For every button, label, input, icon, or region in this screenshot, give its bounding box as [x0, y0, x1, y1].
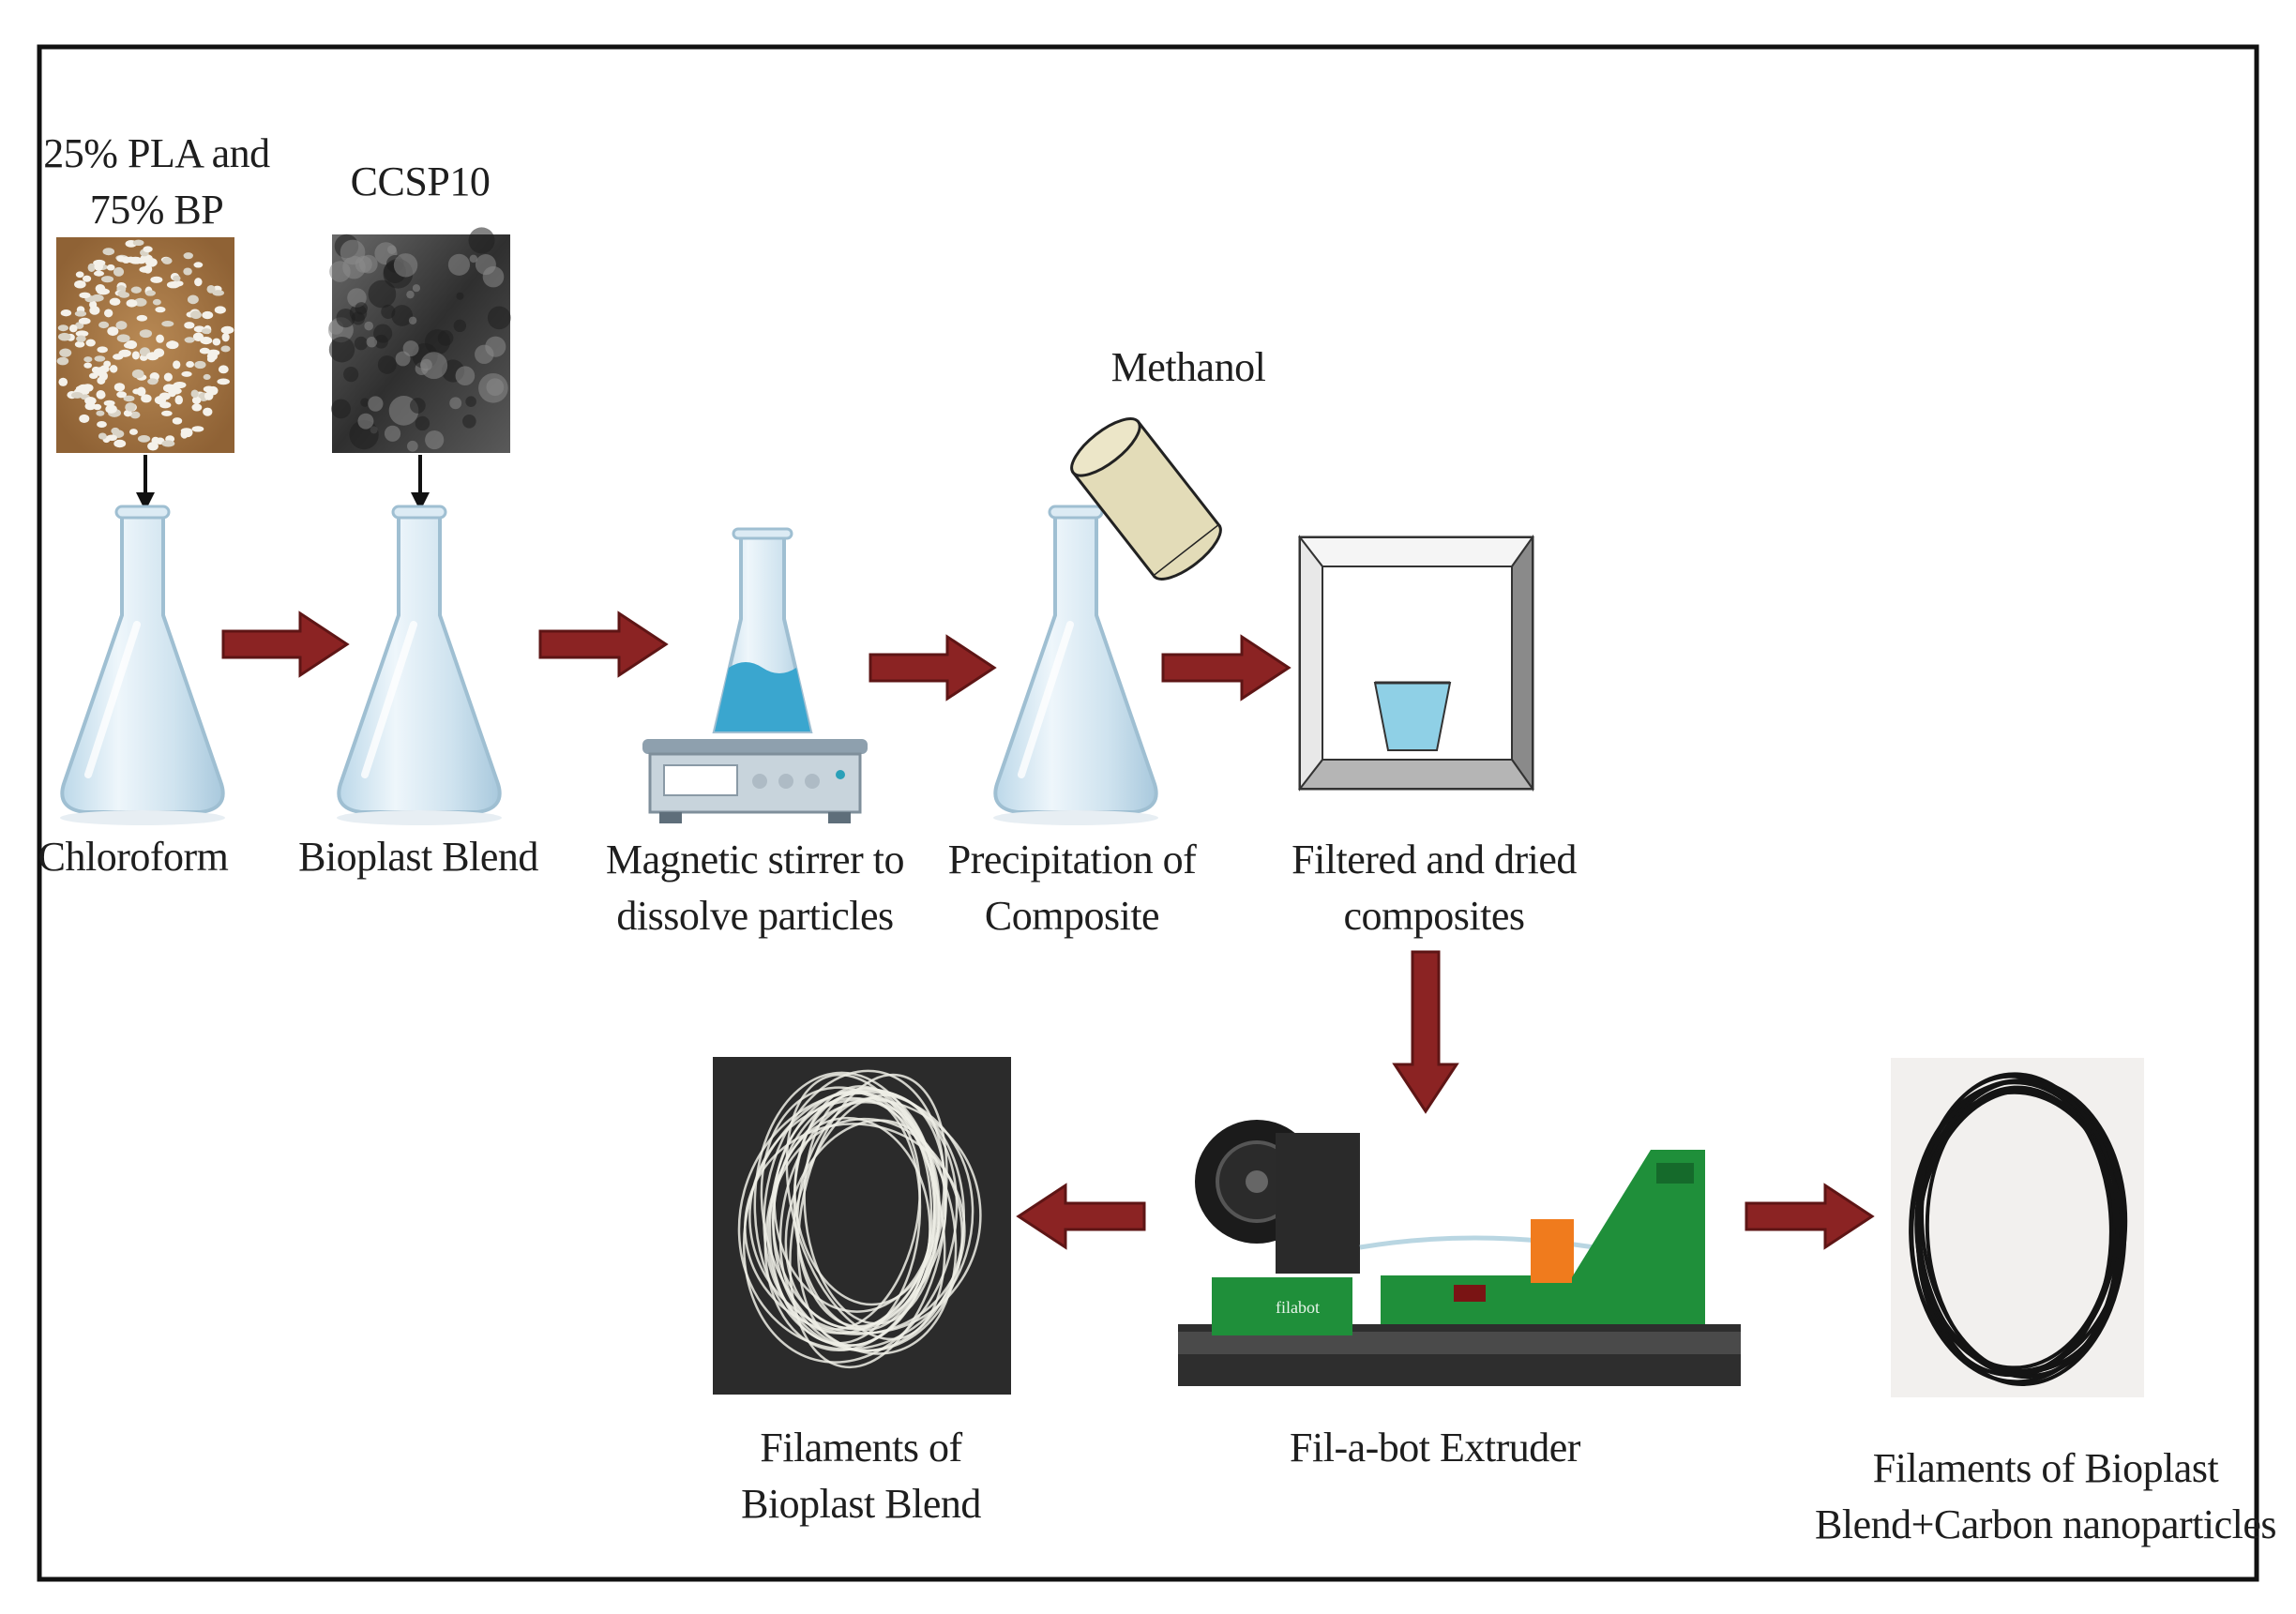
- flow-arrow-icon: [1392, 950, 1459, 1114]
- extruder-brand-text: filabot: [1276, 1298, 1320, 1317]
- label-chloroform: Chloroform: [38, 834, 229, 880]
- erlenmeyer-flask-icon: [993, 506, 1158, 825]
- flow-arrow-icon: [1016, 1183, 1146, 1250]
- pla-pellets-photo: [56, 237, 234, 453]
- label-extruder: Fil-a-bot Extruder: [1290, 1425, 1580, 1471]
- flow-arrow-icon: [538, 611, 669, 678]
- methanol-cylinder-icon: [1070, 417, 1222, 581]
- erlenmeyer-flask-icon: [337, 506, 502, 825]
- flow-arrow-icon: [869, 634, 997, 701]
- ccsp10-sem-photo: [327, 227, 511, 453]
- erlenmeyer-flask-icon: [60, 506, 225, 825]
- drying-oven-icon: [1297, 534, 1534, 792]
- filabot-extruder-photo: filabot: [1178, 1120, 1741, 1386]
- outer-frame: [37, 44, 2259, 1582]
- white-filaments-photo: [713, 1057, 1011, 1395]
- flow-arrow-icon: [1745, 1183, 1875, 1250]
- down-arrow-small-icon: [136, 455, 155, 511]
- label-methanol: Methanol: [1110, 344, 1266, 390]
- magnetic-stirrer-icon: [642, 527, 868, 823]
- label-bioplast-blend: Bioplast Blend: [298, 834, 538, 880]
- down-arrow-small-icon: [411, 455, 430, 511]
- flow-arrow-icon: [1161, 634, 1292, 701]
- flow-arrow-icon: [221, 611, 350, 678]
- label-ccsp10: CCSP10: [350, 158, 491, 204]
- black-filaments-photo: [1891, 1058, 2144, 1397]
